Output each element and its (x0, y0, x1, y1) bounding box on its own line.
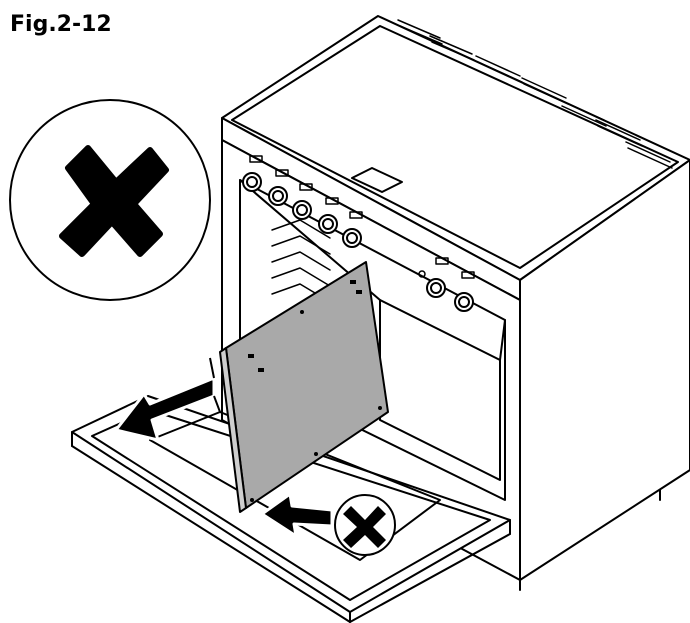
small-prohibition-icon (334, 494, 396, 556)
push-in-arrow-icon (260, 492, 334, 538)
figure-caption: Fig.2-12 (10, 12, 112, 37)
pull-out-arrow-icon (114, 376, 216, 442)
cooktop-display (351, 167, 403, 193)
large-prohibition-icon (9, 99, 211, 301)
control-knobs (242, 172, 474, 312)
knob-indicators (249, 155, 475, 279)
glass-panel-clips (248, 280, 382, 502)
cooktop-rim (231, 25, 679, 269)
vent-slots (397, 19, 673, 169)
